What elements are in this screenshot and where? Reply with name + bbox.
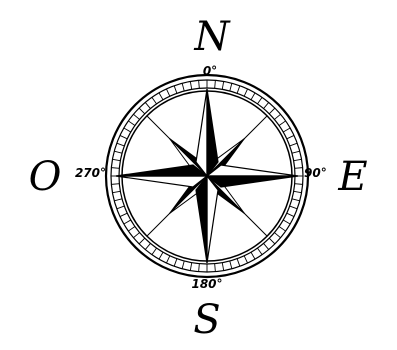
- degree-label-east: 90°: [304, 166, 327, 180]
- cardinal-label-north: N: [194, 14, 232, 60]
- degree-label-north: 0°: [203, 64, 217, 78]
- degree-label-west: 270°: [75, 166, 106, 180]
- cardinal-label-west: O: [29, 154, 62, 200]
- cardinal-label-south: S: [193, 297, 220, 343]
- cardinal-label-east: E: [337, 154, 367, 200]
- degree-label-south: 180°: [191, 277, 222, 291]
